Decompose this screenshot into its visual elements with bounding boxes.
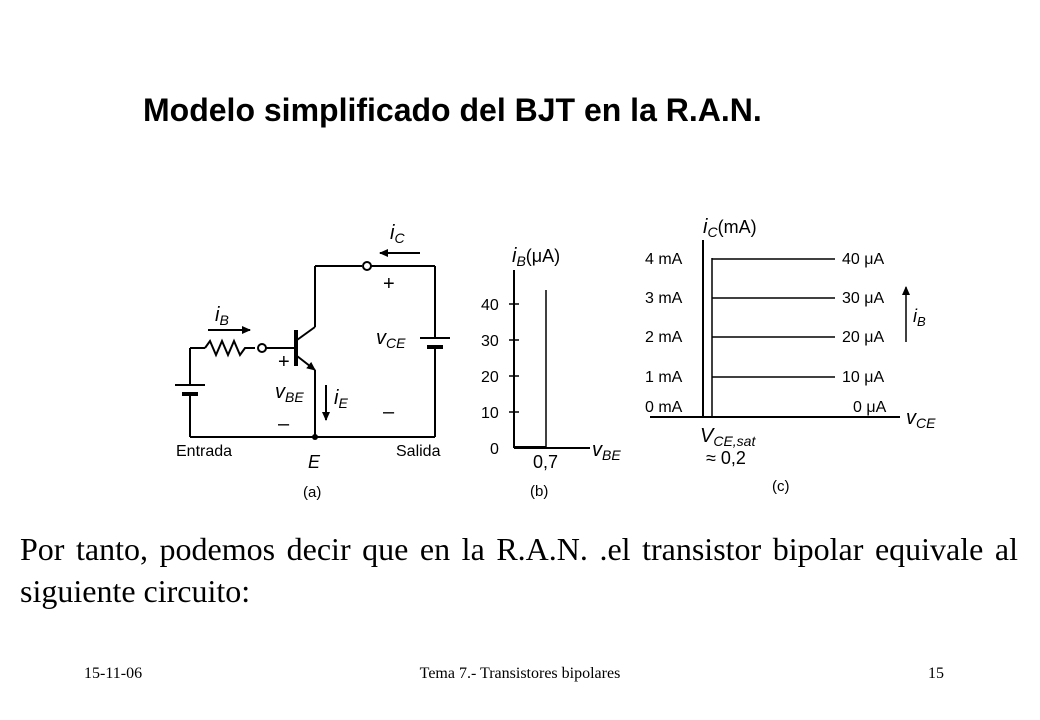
c-ic-level-0: 0 mA xyxy=(645,399,683,416)
caption-c: (c) xyxy=(772,478,790,495)
slide-title: Modelo simplificado del BJT en la R.A.N. xyxy=(143,92,762,128)
ie-label: iE xyxy=(334,387,348,411)
body-text: Por tanto, podemos decir que en la R.A.N… xyxy=(20,531,1018,609)
c-ic-level-4: 4 mA xyxy=(645,251,683,268)
b-threshold-label: 0,7 xyxy=(533,452,558,472)
c-ib-level-0: 0 μA xyxy=(853,399,887,416)
caption-b: (b) xyxy=(530,483,548,500)
b-tick-label-40: 40 xyxy=(481,297,499,314)
input-label: Entrada xyxy=(176,443,232,460)
vce-plus: + xyxy=(383,273,395,295)
b-y-label: iB(μA) xyxy=(512,245,560,269)
emitter-label: E xyxy=(308,452,321,472)
emitter-leg xyxy=(296,355,316,371)
footer-topic: Tema 7.- Transistores bipolares xyxy=(419,665,621,682)
footer-date: 15-11-06 xyxy=(84,665,143,682)
c-vcesat-label: VCE,sat xyxy=(700,425,756,449)
b-tick-label-20: 20 xyxy=(481,369,499,386)
c-ic-level-1: 1 mA xyxy=(645,369,683,386)
c-ib-level-40: 40 μA xyxy=(842,251,884,268)
circuit-a xyxy=(175,249,450,438)
caption-a: (a) xyxy=(303,484,321,501)
c-ib-level-30: 30 μA xyxy=(842,290,884,307)
b-x-label: vBE xyxy=(592,439,621,463)
collector-terminal xyxy=(362,261,372,271)
base-terminal xyxy=(257,343,267,353)
c-ic-level-2: 2 mA xyxy=(645,329,683,346)
b-tick-label-10: 10 xyxy=(481,405,499,422)
vbe-plus: + xyxy=(278,351,290,373)
c-ib-level-10: 10 μA xyxy=(842,369,884,386)
base-resistor xyxy=(204,338,255,358)
vbe-label: vBE xyxy=(275,381,304,405)
c-vcesat-value: ≈ 0,2 xyxy=(706,448,746,468)
output-label: Salida xyxy=(396,443,441,460)
bjt-figure: iB iC iE vBE vCE + – + – Entrada Salida … xyxy=(160,205,960,505)
c-x-label: vCE xyxy=(906,407,936,431)
vce-label: vCE xyxy=(376,327,406,351)
c-y-label: iC(mA) xyxy=(703,216,757,240)
ib-label: iB xyxy=(215,304,229,328)
footer-page-number: 15 xyxy=(928,665,944,682)
b-tick-label-30: 30 xyxy=(481,333,499,350)
vbe-minus: – xyxy=(278,413,290,435)
vce-minus: – xyxy=(383,401,395,423)
emitter-node xyxy=(312,434,318,440)
c-ib-arrow-label: iB xyxy=(913,306,926,329)
ic-label: iC xyxy=(390,222,405,246)
b-tick-label-0: 0 xyxy=(490,441,499,458)
c-ib-level-20: 20 μA xyxy=(842,329,884,346)
bjt-diagram: iB iC iE vBE vCE + – + – Entrada Salida … xyxy=(175,216,936,501)
c-ic-level-3: 3 mA xyxy=(645,290,683,307)
plot-b xyxy=(509,270,590,449)
collector-leg xyxy=(296,326,316,341)
plot-c xyxy=(650,240,910,418)
